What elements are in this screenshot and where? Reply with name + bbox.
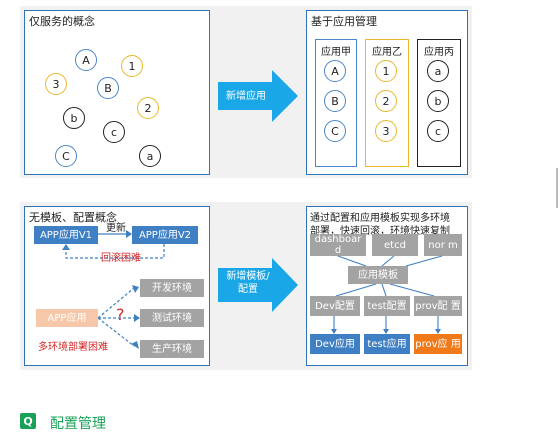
app-dev: Dev应用 — [310, 334, 360, 354]
add-template-label-2: 配置 — [238, 284, 258, 295]
col-bing-a: a — [427, 60, 449, 82]
app-column-yi: 应用乙 1 2 3 — [365, 39, 409, 167]
service-concept-title: 仅服务的概念 — [29, 15, 95, 28]
col-jia-B: B — [324, 90, 346, 112]
deploy-hard-label: 多环境部署困难 — [38, 342, 108, 353]
add-app-arrow — [218, 70, 298, 122]
section-title: 配置管理 — [50, 416, 106, 432]
add-app-label: 新增应用 — [226, 91, 266, 102]
circle-c: c — [103, 121, 125, 143]
app-v1-box: APP应用V1 — [34, 226, 98, 244]
app-template-box: 应用模板 — [348, 266, 408, 284]
col-yi-1: 1 — [375, 60, 397, 82]
env-dashed-arrows — [98, 285, 140, 349]
app-column-jia-label: 应用甲 — [321, 47, 351, 58]
config-dev: Dev配置 — [310, 296, 360, 316]
col-jia-A: A — [324, 60, 346, 82]
circle-2: 2 — [137, 97, 159, 119]
circle-b: b — [63, 107, 85, 129]
app-column-bing: 应用丙 a b c — [417, 39, 461, 167]
config-prov: prov配 置 — [414, 296, 462, 316]
circle-A: A — [75, 49, 97, 71]
col-jia-C: C — [324, 120, 346, 142]
circle-1: 1 — [121, 55, 143, 77]
col-yi-3: 3 — [375, 120, 397, 142]
template-config-title-1: 通过配置和应用模板实现多环境 — [310, 213, 450, 224]
etcd-box: etcd — [372, 234, 418, 256]
template-flow-arrows — [331, 255, 443, 334]
app-prov: prov应 用 — [414, 334, 462, 354]
add-template-label-1: 新增模板/ — [226, 271, 270, 282]
circle-a: a — [139, 145, 161, 167]
app-column-bing-label: 应用丙 — [424, 47, 454, 58]
dashboard-box: dashboar d — [310, 234, 366, 256]
rollback-dashed-arrow — [62, 244, 165, 259]
app-column-yi-label: 应用乙 — [372, 47, 402, 58]
app-management-box: 基于应用管理 应用甲 A B C 应用乙 1 2 3 应用丙 a b c — [306, 10, 468, 175]
update-label: 更新 — [106, 223, 126, 234]
col-bing-b: b — [427, 90, 449, 112]
update-arrow — [98, 230, 132, 238]
circle-B: B — [97, 77, 119, 99]
scroll-indicator[interactable] — [556, 168, 558, 208]
env-dev: 开发环境 — [140, 279, 204, 297]
app-box: APP应用 — [36, 309, 98, 327]
env-test: 测试环境 — [140, 309, 204, 327]
section-icon: Q — [20, 413, 36, 429]
template-config-title-2: 部署，快速回滚，环境快速复制 — [310, 226, 450, 237]
col-yi-2: 2 — [375, 90, 397, 112]
question-mark: ? — [116, 305, 125, 324]
circle-C: C — [55, 145, 77, 167]
env-prod: 生产环境 — [140, 340, 204, 358]
config-test: test配置 — [364, 296, 410, 316]
app-column-jia: 应用甲 A B C — [315, 39, 357, 167]
app-test: test应用 — [364, 334, 410, 354]
app-management-title: 基于应用管理 — [311, 15, 377, 28]
no-template-title: 无模板、配置概念 — [29, 211, 117, 224]
service-concept-box: 仅服务的概念 A 1 3 B 2 b c C a — [24, 10, 210, 175]
app-v2-box: APP应用V2 — [132, 226, 198, 244]
circle-3: 3 — [45, 73, 67, 95]
rollback-hard-label: 回滚困难 — [101, 253, 141, 264]
norm-box: nor m — [424, 234, 462, 256]
add-template-arrow — [218, 258, 298, 312]
col-bing-c: c — [427, 120, 449, 142]
